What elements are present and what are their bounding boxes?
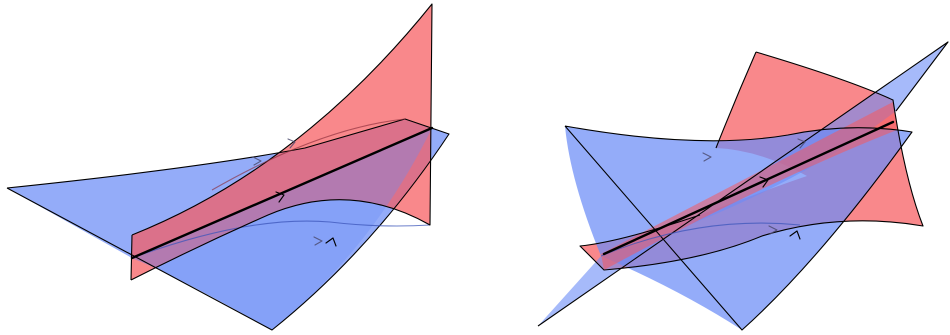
right-lower-arrow (768, 225, 778, 235)
right-axis-line (602, 120, 895, 256)
right-red-left-edge (715, 51, 757, 149)
left-red-inner-edge (211, 118, 406, 191)
right-axis-arrow (759, 176, 769, 188)
right-blue-surface (565, 126, 912, 330)
right-red-outline (579, 51, 924, 271)
right-red-band (601, 102, 897, 270)
right-blue-wedge-outline (537, 41, 949, 327)
left-axis-line (130, 126, 434, 260)
right-upper-arrow (797, 138, 806, 149)
right-blue-inner-edge (600, 222, 801, 257)
left-lower-arrow (313, 236, 323, 246)
right-bottom-arrow (789, 230, 801, 240)
left-panel (6, 3, 450, 331)
left-blue-inner-edge (131, 220, 431, 259)
left-upper-arrow (287, 138, 296, 149)
right-blue-edge-arrow (702, 152, 712, 162)
left-blue-edge-arrow (252, 156, 262, 166)
left-red-surface (131, 4, 432, 280)
left-bottom-arrow (325, 237, 337, 247)
right-blue-outline (564, 125, 913, 331)
left-blue-front-overlay (131, 128, 432, 330)
right-panel (537, 41, 949, 331)
left-axis-arrow (275, 191, 285, 203)
